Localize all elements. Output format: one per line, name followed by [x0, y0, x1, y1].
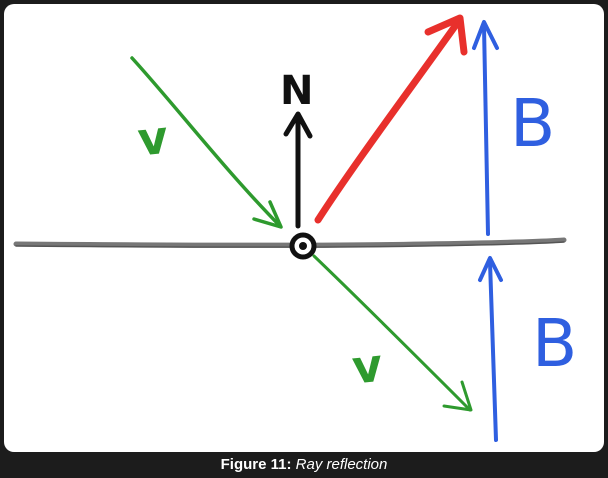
- surface-line-shade: [15, 241, 565, 248]
- incident-arrowhead: [252, 200, 283, 229]
- figure-caption: Figure 11: Ray reflection: [0, 452, 608, 478]
- b-vector-upper-arrowhead: [472, 20, 499, 50]
- continued-ray: [312, 254, 472, 412]
- continued-arrowhead: [442, 380, 473, 412]
- reflected-ray: [314, 18, 462, 224]
- incident-ray: [130, 56, 282, 228]
- caption-label: Figure 11:: [220, 456, 292, 473]
- reflected-arrowhead: [424, 14, 468, 56]
- b-vector-lower-arrowhead: [478, 256, 503, 282]
- b-lower-label: B: [532, 305, 577, 382]
- diagram-canvas: v N v B B: [4, 4, 604, 452]
- reflected-vector-label: v: [349, 338, 384, 395]
- b-vector-upper: [482, 24, 490, 236]
- incident-vector-label: v: [135, 110, 170, 167]
- caption-text: Ray reflection: [295, 456, 388, 473]
- reflection-diagram: v N v B B: [13, 14, 577, 442]
- normal-vector-label: N: [280, 68, 313, 114]
- incidence-point-inner: [299, 242, 307, 250]
- surface-line: [13, 237, 567, 248]
- b-vector-lower: [488, 260, 498, 442]
- normal-arrowhead: [283, 111, 313, 139]
- b-upper-label: B: [510, 85, 555, 162]
